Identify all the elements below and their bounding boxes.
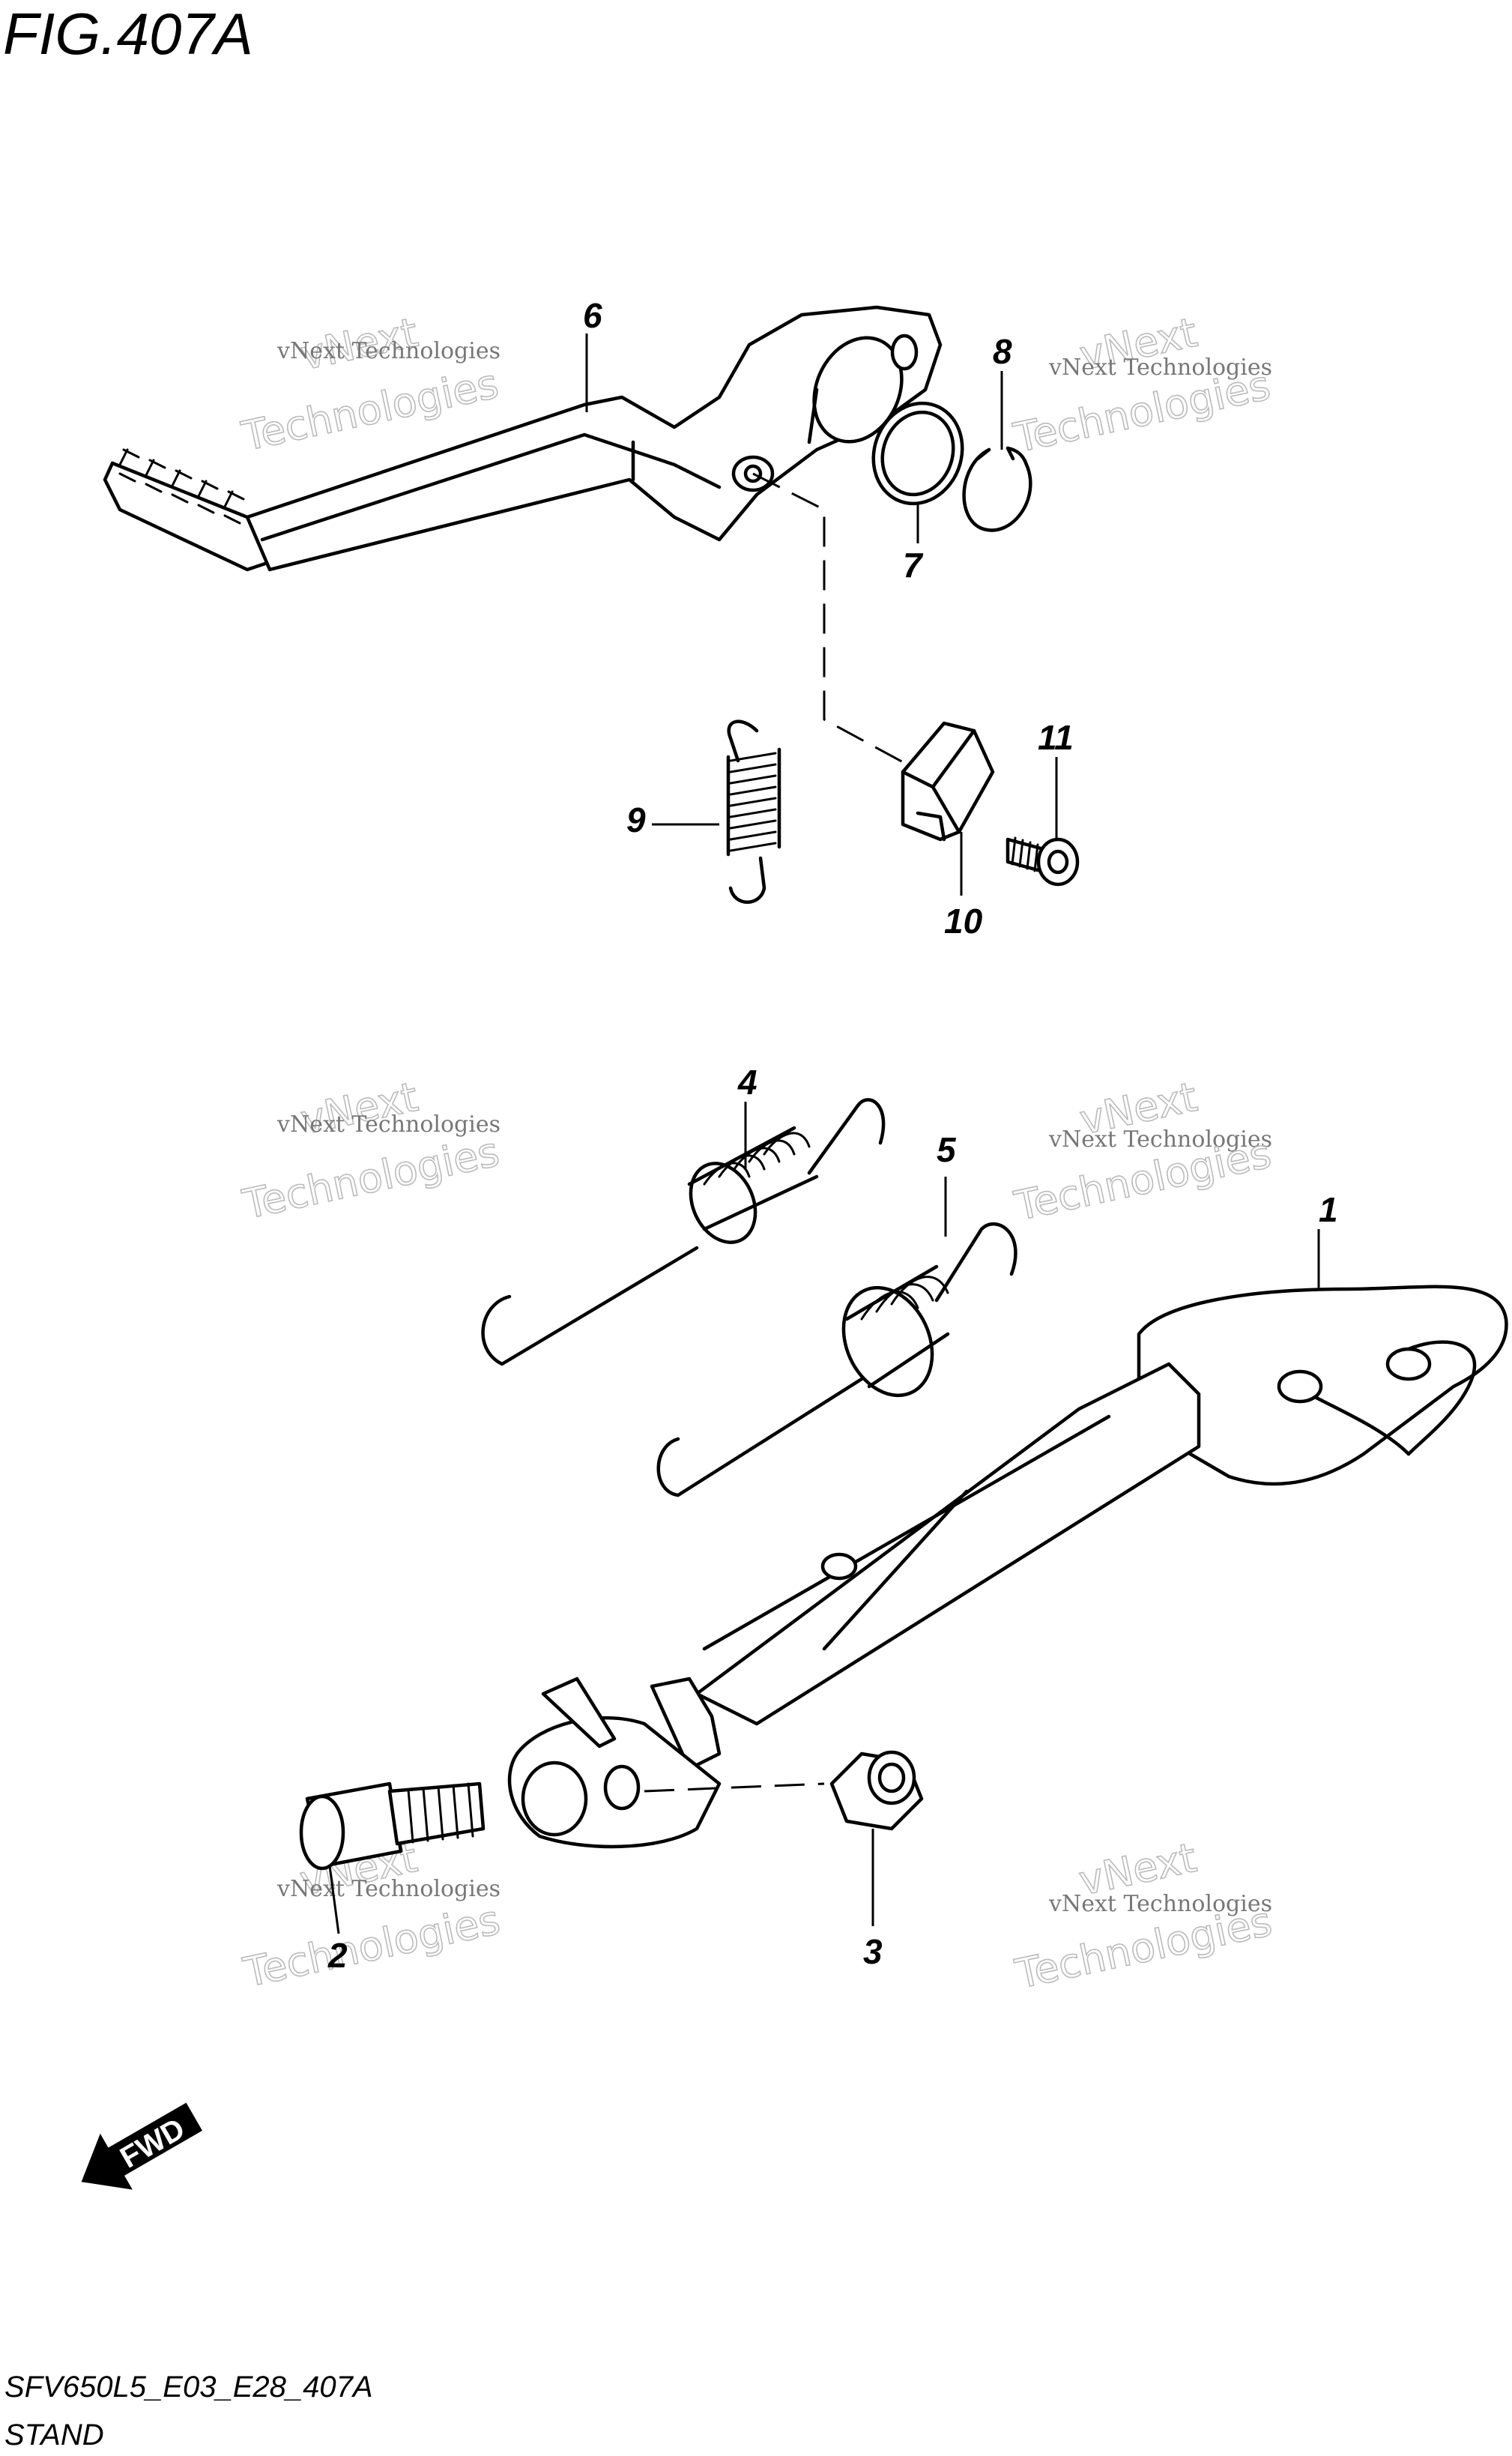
- assembly-line-1-3: [644, 1782, 825, 1793]
- svg-text:vNext Technologies: vNext Technologies: [1048, 354, 1272, 381]
- assembly-line-6-10: [752, 472, 915, 770]
- callout-11: 11: [1038, 718, 1074, 757]
- diagram-code: SFV650L5_E03_E28_407A: [4, 2371, 373, 2404]
- svg-text:vNext Technologies: vNext Technologies: [276, 338, 501, 364]
- callout-1: 1: [1319, 1190, 1338, 1229]
- svg-text:Technologies: Technologies: [239, 1896, 504, 1997]
- part-10-bracket: [901, 721, 995, 842]
- part-2-bolt: [299, 1781, 486, 1871]
- callout-7: 7: [903, 546, 924, 585]
- callout-10: 10: [944, 902, 983, 941]
- callout-2: 2: [327, 1936, 348, 1975]
- svg-text:vNext Technologies: vNext Technologies: [1048, 1891, 1272, 1917]
- watermark-mid-left: vNext vNext Technologies Technologies: [238, 1072, 504, 1229]
- callout-8: 8: [993, 332, 1012, 371]
- fwd-arrow-icon: FWD: [81, 2102, 202, 2190]
- svg-text:vNext Technologies: vNext Technologies: [276, 1876, 501, 1902]
- callout-9: 9: [626, 800, 646, 839]
- watermark-bottom-right: vNext vNext Technologies Technologies: [1011, 1833, 1277, 1999]
- watermark-mid-right: vNext vNext Technologies Technologies: [1010, 1072, 1276, 1231]
- part-5-spring: [656, 1222, 1017, 1497]
- svg-text:Technologies: Technologies: [238, 1128, 503, 1228]
- watermark-top-right: vNext vNext Technologies Technologies: [1009, 308, 1275, 462]
- callout-3: 3: [863, 1932, 883, 1971]
- callout-6: 6: [583, 296, 602, 335]
- figure-title: FIG.407A: [3, 1, 253, 67]
- callout-5: 5: [937, 1130, 957, 1169]
- part-4-spring: [481, 1098, 886, 1366]
- part-6-lever: [103, 305, 943, 572]
- watermark-top-left: vNext vNext Technologies Technologies: [237, 308, 503, 461]
- callout-leaders: [328, 334, 1320, 1934]
- part-7-ring: [871, 401, 964, 506]
- figure-caption: STAND: [4, 2419, 104, 2452]
- part-11-bolt: [1006, 836, 1080, 887]
- callout-4: 4: [737, 1063, 757, 1102]
- part-8-circlip: [962, 446, 1032, 532]
- svg-text:vNext Technologies: vNext Technologies: [1048, 1126, 1272, 1153]
- part-1-side-stand: [507, 1285, 1508, 1849]
- part-3-nut: [829, 1750, 924, 1831]
- svg-text:vNext Technologies: vNext Technologies: [276, 1111, 501, 1138]
- fwd-label: FWD: [115, 2112, 190, 2175]
- part-9-spring: [726, 719, 781, 904]
